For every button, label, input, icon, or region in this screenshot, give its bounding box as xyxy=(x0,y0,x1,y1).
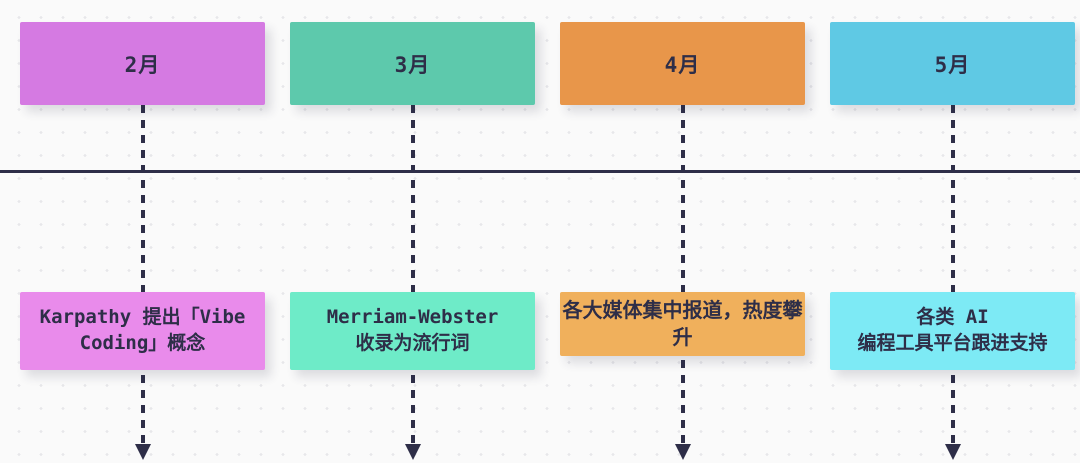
timeline-column-february: 2月 Karpathy 提出「Vibe Coding」概念 xyxy=(20,0,265,463)
timeline-axis xyxy=(0,170,1080,173)
month-label: 4月 xyxy=(664,52,701,77)
event-label: 各大媒体集中报道，热度攀升 xyxy=(562,298,803,349)
event-label: 各类 AI 编程工具平台跟进支持 xyxy=(857,306,1048,354)
timeline-column-march: 3月 Merriam-Webster 收录为流行词 xyxy=(290,0,535,463)
month-label: 3月 xyxy=(394,52,431,77)
dashed-connector-line xyxy=(950,105,955,444)
dashed-connector-line xyxy=(680,105,685,444)
timeline-column-may: 5月 各类 AI 编程工具平台跟进支持 xyxy=(830,0,1075,463)
month-header: 5月 xyxy=(830,22,1075,105)
month-header: 3月 xyxy=(290,22,535,105)
event-box: Merriam-Webster 收录为流行词 xyxy=(290,292,535,370)
event-box: Karpathy 提出「Vibe Coding」概念 xyxy=(20,292,265,370)
month-header: 2月 xyxy=(20,22,265,105)
arrow-down-icon xyxy=(674,444,691,460)
arrow-down-icon xyxy=(134,444,151,460)
month-label: 2月 xyxy=(124,52,161,77)
dashed-connector-line xyxy=(140,105,145,444)
event-label: Karpathy 提出「Vibe Coding」概念 xyxy=(39,306,246,354)
timeline-column-april: 4月 各大媒体集中报道，热度攀升 xyxy=(560,0,805,463)
arrow-down-icon xyxy=(404,444,421,460)
month-label: 5月 xyxy=(934,52,971,77)
arrow-down-icon xyxy=(944,444,961,460)
event-box: 各类 AI 编程工具平台跟进支持 xyxy=(830,292,1075,370)
event-label: Merriam-Webster 收录为流行词 xyxy=(326,306,499,354)
dashed-connector-line xyxy=(410,105,415,444)
event-box: 各大媒体集中报道，热度攀升 xyxy=(560,292,805,356)
month-header: 4月 xyxy=(560,22,805,105)
